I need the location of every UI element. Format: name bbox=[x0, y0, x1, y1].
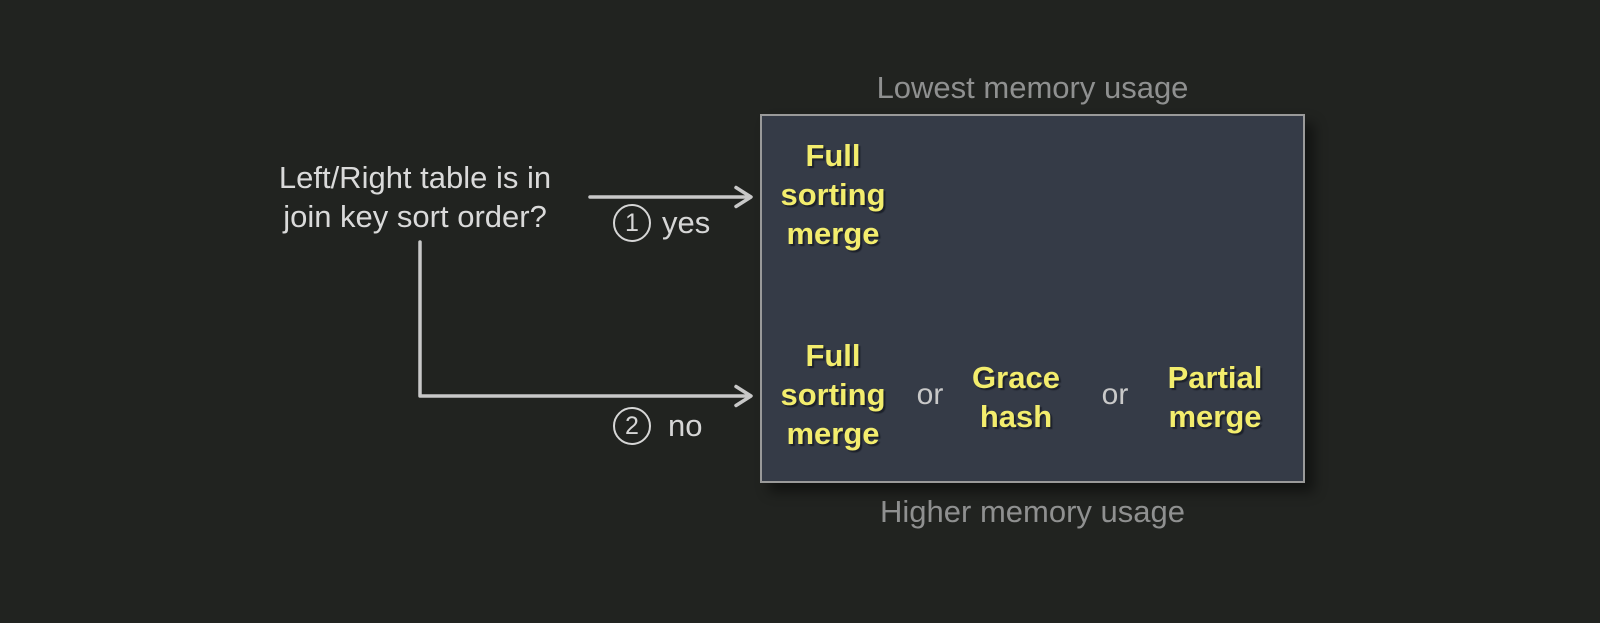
algorithm-full-sorting-merge-sorted: Full sorting merge bbox=[780, 138, 886, 251]
branch-no-label: 2 no bbox=[613, 407, 702, 445]
branch-yes-text: yes bbox=[662, 205, 711, 240]
decision-question: Left/Right table is in join key sort ord… bbox=[245, 158, 585, 236]
or-separator-1: or bbox=[916, 378, 944, 411]
question-line-2: join key sort order? bbox=[283, 199, 547, 234]
branch-yes-label: 1 yes bbox=[613, 204, 710, 242]
step-1-badge-icon: 1 bbox=[613, 204, 651, 242]
algorithm-partial-merge: Partial merge bbox=[1167, 360, 1263, 434]
arrow-no-icon bbox=[418, 240, 753, 408]
question-line-1: Left/Right table is in bbox=[278, 160, 552, 195]
algorithm-full-sorting-merge-unsorted: Full sorting merge bbox=[780, 338, 886, 451]
algorithm-box: Full sorting merge Full sorting merge or… bbox=[760, 114, 1305, 483]
algorithm-grace-hash: Grace hash bbox=[972, 360, 1060, 434]
step-2-badge-icon: 2 bbox=[613, 407, 651, 445]
caption-lowest-memory: Lowest memory usage bbox=[876, 70, 1189, 105]
caption-higher-memory: Higher memory usage bbox=[880, 494, 1185, 529]
branch-no-text: no bbox=[668, 408, 703, 443]
or-separator-2: or bbox=[1101, 378, 1129, 411]
